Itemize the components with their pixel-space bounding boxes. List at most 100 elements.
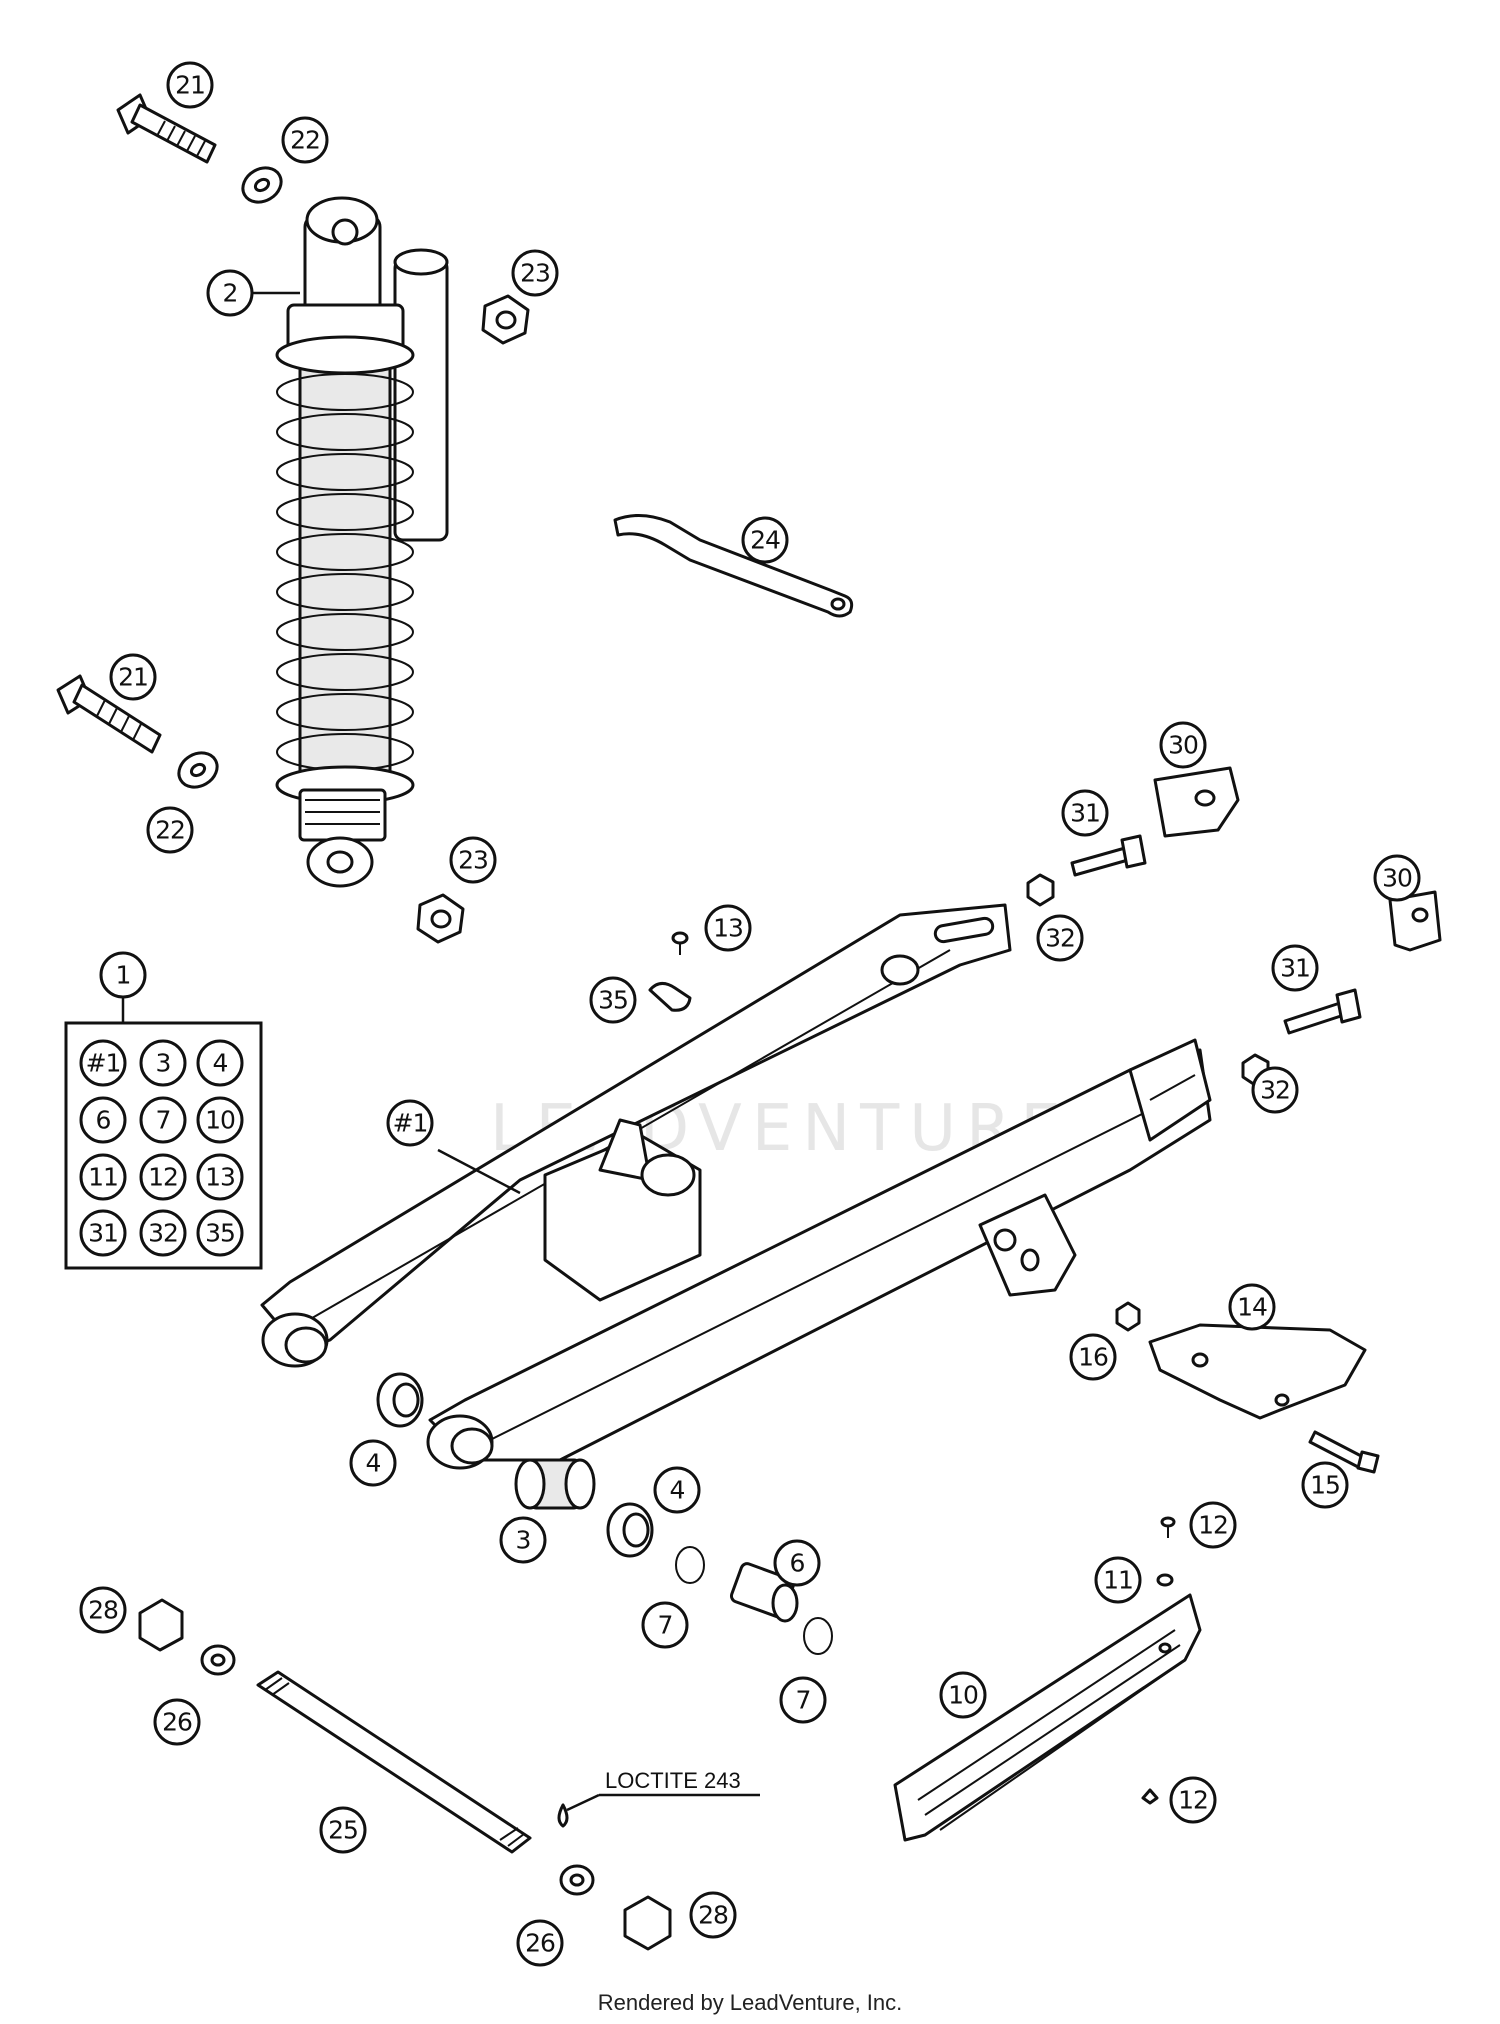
svg-text:3: 3 [516,1526,531,1555]
screw-12-lower [1141,1788,1159,1805]
svg-text:7: 7 [796,1686,811,1715]
loctite-note: LOCTITE 243 [605,1768,741,1793]
shock-absorber [275,196,449,888]
callout-22-bottom: 22 [146,806,194,854]
bolt-15 [1308,1430,1380,1474]
callout-31-upper: 31 [1061,789,1109,837]
callout-26-left: 26 [153,1698,201,1746]
callout-4-right: 4 [653,1466,701,1514]
svg-text:6: 6 [790,1549,805,1578]
svg-text:16: 16 [1078,1343,1108,1372]
svg-text:7: 7 [156,1106,171,1135]
svg-text:28: 28 [698,1901,728,1930]
svg-text:25: 25 [328,1816,358,1845]
callout-7-right: 7 [779,1676,827,1724]
svg-text:10: 10 [948,1681,978,1710]
callout-28-left: 28 [79,1586,127,1634]
callout-32-lower: 32 [1251,1066,1299,1114]
callout-13: 13 [704,904,752,952]
kit-item: 11 [79,1153,127,1201]
svg-text:24: 24 [750,526,780,555]
callout-23-top: 23 [511,249,559,297]
nut-23-top [481,294,530,345]
callout-16: 16 [1069,1333,1117,1381]
callout-24: 24 [741,516,789,564]
washer-26-left [200,1644,236,1676]
washer-11 [1156,1573,1174,1587]
callout-30-lower: 30 [1373,854,1421,902]
svg-text:14: 14 [1237,1293,1267,1322]
svg-text:12: 12 [1178,1786,1208,1815]
bolt-21-bottom [56,674,162,754]
svg-text:28: 28 [88,1596,118,1625]
callout-2: 2 [206,269,254,317]
svg-text:10: 10 [205,1106,235,1135]
svg-text:13: 13 [713,914,743,943]
callout-6: 6 [773,1539,821,1587]
kit-item: 35 [196,1209,244,1257]
svg-text:4: 4 [670,1476,685,1505]
callout-12-upper: 12 [1189,1501,1237,1549]
kit-item: 10 [196,1096,244,1144]
callout-7-left: 7 [641,1601,689,1649]
washer-22-bottom [177,751,219,789]
svg-text:12: 12 [1198,1511,1228,1540]
washer-22-top [241,166,283,204]
svg-text:3: 3 [156,1049,171,1078]
svg-text:11: 11 [1103,1566,1133,1595]
callout-1: 1 [99,951,147,999]
callout-32-upper: 32 [1036,914,1084,962]
kit-item: 12 [139,1153,187,1201]
nut-16 [1115,1301,1141,1332]
kit-box-contents: #1 3 4 6 7 10 11 12 13 31 32 35 [79,1039,244,1257]
callout-14: 14 [1228,1283,1276,1331]
callout-11: 11 [1094,1556,1142,1604]
svg-text:35: 35 [598,986,628,1015]
spanner-24 [613,514,854,618]
kit-item: 4 [196,1039,244,1087]
nut-28-right [623,1895,672,1951]
chain-adjuster-30-upper [1153,766,1240,838]
kit-item: 3 [139,1039,187,1087]
svg-text:22: 22 [155,816,185,845]
svg-text:#1: #1 [86,1049,121,1078]
svg-text:12: 12 [148,1163,178,1192]
callout-28-right: 28 [689,1891,737,1939]
callout-25: 25 [319,1806,367,1854]
o-ring-7-right [803,1617,833,1655]
callout-4-left: 4 [349,1439,397,1487]
svg-text:26: 26 [162,1708,192,1737]
svg-text:6: 6 [96,1106,111,1135]
svg-text:30: 30 [1382,864,1412,893]
swingarm [260,903,1212,1470]
nut-32-upper [1026,873,1055,907]
callout-12-lower: 12 [1169,1776,1217,1824]
svg-text:23: 23 [520,259,550,288]
chain-adjuster-30-lower [1388,890,1442,952]
kit-item: #1 [79,1039,127,1087]
bearing-3 [514,1458,596,1510]
callouts: 1 2 3 4 4 6 7 7 10 11 12 12 13 14 15 16 … [79,61,1421,1967]
svg-text:7: 7 [658,1611,673,1640]
footer-credit: Rendered by LeadVenture, Inc. [597,1990,903,2015]
kit-item: 32 [139,1209,187,1257]
svg-text:21: 21 [118,663,148,692]
svg-text:32: 32 [1260,1076,1290,1105]
screw-12-upper [1160,1516,1176,1538]
clip-35 [648,982,692,1012]
callout-3: 3 [499,1516,547,1564]
nut-23-bottom [416,893,465,944]
kit-item: 13 [196,1153,244,1201]
svg-text:31: 31 [1070,799,1100,828]
svg-text:32: 32 [1045,924,1075,953]
svg-text:#1: #1 [393,1109,428,1138]
svg-text:22: 22 [290,126,320,155]
spring [275,335,415,805]
svg-text:11: 11 [88,1163,118,1192]
kit-item: 7 [139,1096,187,1144]
pivot-axle-25 [256,1670,569,1854]
kit-item: 6 [79,1096,127,1144]
bolt-21-top [116,93,217,164]
svg-text:26: 26 [525,1929,555,1958]
